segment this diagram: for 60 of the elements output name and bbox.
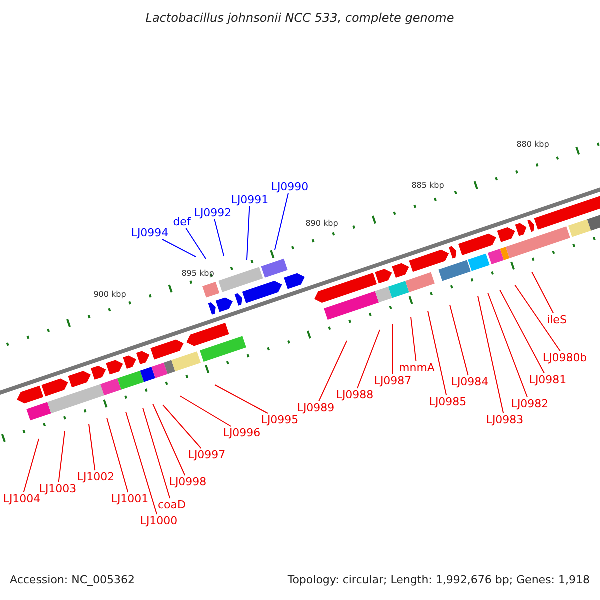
gene-label: coaD — [158, 500, 186, 510]
gene-label: LJ1001 — [111, 494, 149, 504]
gene-label: LJ0987 — [374, 376, 412, 386]
leader-line — [106, 418, 129, 493]
gene-label: ileS — [547, 314, 567, 326]
gene-label: LJ0996 — [223, 428, 261, 438]
gene-label: LJ0989 — [297, 402, 335, 414]
gene-label: LJ0997 — [188, 450, 226, 460]
scale-label: 890 kbp — [306, 220, 338, 228]
leader-line — [428, 310, 448, 396]
leader-line — [214, 219, 224, 256]
leader-line — [514, 284, 562, 352]
leader-line — [88, 424, 96, 471]
gene-label: LJ0985 — [429, 396, 467, 408]
leader-line — [500, 290, 546, 374]
scale-label: 880 kbp — [516, 141, 550, 149]
gene-label: LJ0991 — [231, 194, 269, 206]
scale-label: 885 kbp — [412, 182, 444, 190]
leader-line — [450, 304, 469, 376]
leader-line — [410, 316, 417, 362]
leader-line — [357, 330, 380, 389]
gene-label: mnmA — [399, 362, 435, 374]
leader-line — [126, 412, 158, 515]
scale-label: 895 kbp — [182, 270, 214, 278]
gene-label: LJ0984 — [451, 376, 489, 388]
gene-label: LJ0983 — [486, 414, 524, 426]
gene-label: LJ0982 — [511, 398, 549, 410]
gene-label: LJ0981 — [529, 374, 567, 386]
leader-line — [488, 292, 528, 398]
leader-line — [532, 272, 554, 314]
leader-line — [318, 340, 348, 402]
leader-line — [478, 296, 504, 414]
leader-line — [142, 408, 171, 499]
gene-label: LJ0988 — [336, 390, 374, 400]
genome-info-text: Topology: circular; Length: 1,992,676 bp; Genes: 1,918 — [288, 574, 590, 586]
accession-text: Accession: NC_005362 — [10, 574, 136, 586]
leader-line — [152, 404, 186, 476]
leader-line — [392, 324, 394, 375]
gene-label: LJ0995 — [261, 414, 299, 426]
leader-line — [214, 384, 268, 414]
leader-line — [186, 228, 206, 260]
gene-label: LJ0980b — [542, 352, 588, 364]
leader-line — [246, 206, 250, 260]
gene-label: LJ0998 — [169, 476, 207, 488]
leader-line — [58, 430, 66, 483]
gene-label: LJ1000 — [140, 516, 178, 526]
leader-line — [162, 404, 202, 449]
gene-label: LJ1004 — [3, 494, 41, 504]
gene-label: LJ0994 — [131, 228, 169, 238]
leader-line — [180, 396, 232, 427]
leader-line — [23, 438, 40, 493]
title: Lactobacillus johnsonii NCC 533, complete genome — [146, 12, 454, 24]
leader-line — [274, 193, 289, 250]
gene-label: LJ1003 — [39, 484, 77, 494]
leader-line — [162, 239, 196, 258]
gene-label: LJ1002 — [77, 472, 115, 482]
gene-label: def — [173, 216, 191, 228]
scale-label: 900 kbp — [94, 291, 126, 299]
gene-label: LJ0990 — [271, 182, 309, 192]
gene-label: LJ0992 — [194, 208, 232, 218]
